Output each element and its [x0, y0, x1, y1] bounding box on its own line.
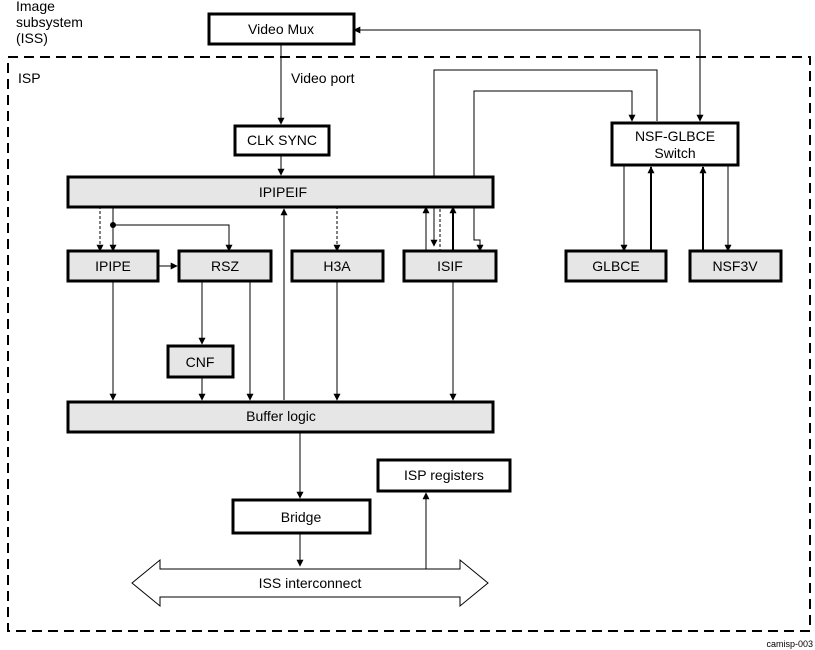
ipipeif-label: IPIPEIF [259, 184, 307, 200]
isp-registers-label: ISP registers [404, 467, 484, 483]
nsf-glbce-switch-label-1: NSF-GLBCE [635, 128, 715, 144]
iss-title-line-3: (ISS) [16, 30, 48, 46]
glbce-label: GLBCE [592, 258, 639, 274]
h3a-label: H3A [323, 258, 351, 274]
glbce-box [564, 249, 668, 283]
nsf-glbce-switch-label-2: Switch [654, 145, 695, 161]
arrow-ipipeif-isif [473, 207, 484, 252]
cnf-label: CNF [186, 354, 215, 370]
h3a-box [290, 249, 385, 283]
arrow-switch-isif-a [430, 69, 658, 247]
isp-label: ISP [18, 70, 41, 86]
rsz-label: RSZ [211, 258, 239, 274]
cnf-box [166, 344, 235, 379]
arrow-junction-rsz [113, 224, 233, 252]
arrow-isif-switch-b [473, 90, 636, 176]
iss-interconnect-label: ISS interconnect [259, 575, 362, 591]
nsf3v-label: NSF3V [712, 258, 758, 274]
video-port-label: Video port [291, 70, 355, 86]
nsf3v-box [688, 249, 783, 283]
isp-registers-box [376, 458, 512, 493]
bridge-label: Bridge [281, 509, 322, 525]
clk-sync-box [233, 124, 331, 157]
ipipe-box [66, 249, 160, 283]
arrow-videomux-switch [353, 26, 704, 122]
ipipeif-box [66, 175, 495, 209]
buffer-logic-box [66, 400, 495, 434]
iss-title-line-1: Image [16, 0, 55, 14]
isif-label: ISIF [437, 258, 463, 274]
clk-sync-label: CLK SYNC [247, 132, 317, 148]
video-mux-box [207, 12, 356, 46]
figure-id: camisp-003 [766, 639, 813, 649]
connectors [96, 26, 732, 570]
rsz-box [177, 249, 273, 283]
isif-box [402, 249, 498, 283]
junction-dot-ipipeif [110, 222, 116, 228]
nsf-glbce-switch-box [610, 121, 740, 167]
ipipe-label: IPIPE [95, 258, 131, 274]
video-mux-label: Video Mux [248, 21, 314, 37]
iss-interconnect-arrow [131, 558, 489, 608]
iss-title-line-2: subsystem [16, 14, 83, 30]
iss-title: Image subsystem (ISS) [16, 0, 83, 46]
buffer-logic-label: Buffer logic [246, 408, 316, 424]
bridge-box [231, 498, 372, 535]
